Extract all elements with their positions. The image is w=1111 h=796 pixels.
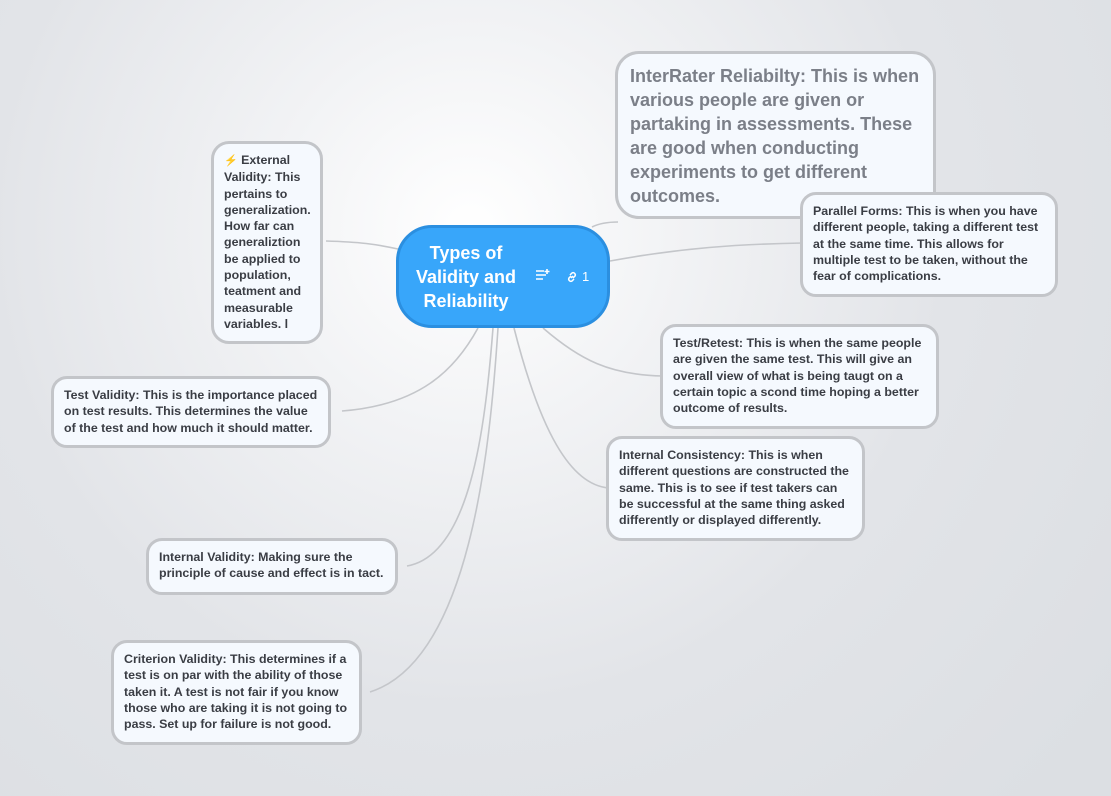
connector-external [325,240,399,250]
topic-internal-consistency[interactable]: Internal Consistency: This is when diffe… [606,436,865,541]
topic-text: Criterion Validity: This determines if a… [124,652,348,732]
topic-text: Test/Retest: This is when the same peopl… [673,336,922,416]
connector-parallel [609,242,804,262]
connector-consistency [513,327,610,489]
topic-text: Parallel Forms: This is when you have di… [813,204,1039,284]
topic-criterion-validity[interactable]: Criterion Validity: This determines if a… [111,640,362,745]
topic-parallel-forms[interactable]: Parallel Forms: This is when you have di… [800,192,1058,297]
topic-text: External Validity: This pertains to gene… [224,153,311,331]
link-icon[interactable]: 1 [565,269,589,284]
connector-criterion [369,327,499,693]
topic-text: Internal Validity: Making sure the princ… [159,550,384,581]
topic-text: InterRater Reliabilty: This is when vari… [630,66,920,206]
topic-test-validity[interactable]: Test Validity: This is the importance pl… [51,376,331,448]
connector-retest [542,327,664,377]
central-topic-title: Types of Validity and Reliability [415,242,517,311]
connector-interrater [591,221,619,228]
topic-text: Test Validity: This is the importance pl… [64,388,318,435]
central-topic[interactable]: Types of Validity and Reliability 1 [396,225,610,328]
topic-text: Internal Consistency: This is when diffe… [619,448,849,528]
link-count: 1 [582,269,590,284]
connector-test-validity [341,327,479,412]
lightning-icon: ⚡ [224,155,238,167]
topic-test-retest[interactable]: Test/Retest: This is when the same peopl… [660,324,939,429]
topic-internal-validity[interactable]: Internal Validity: Making sure the princ… [146,538,398,595]
connector-internal-validity [406,327,494,567]
topic-external-validity[interactable]: ⚡ External Validity: This pertains to ge… [211,141,323,344]
topic-interrater-reliability[interactable]: InterRater Reliabilty: This is when vari… [615,51,936,219]
notes-add-icon[interactable] [535,268,551,285]
